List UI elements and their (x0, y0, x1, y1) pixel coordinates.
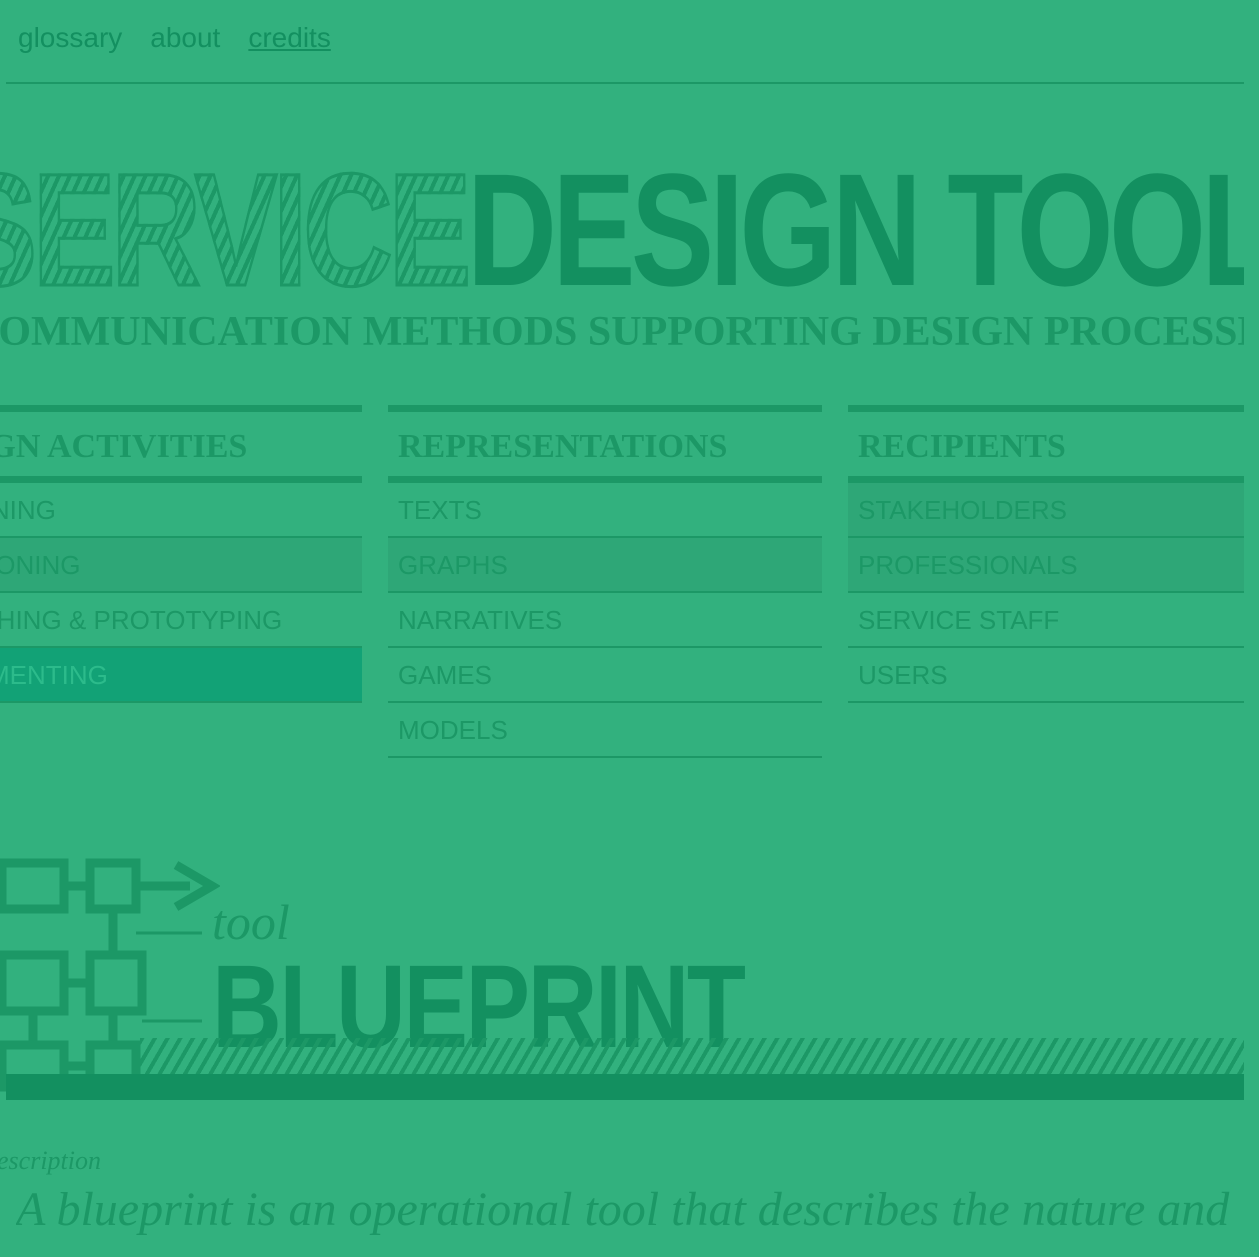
column-top-rule (0, 405, 362, 412)
activity-item-designing[interactable]: DESIGNING (0, 483, 362, 538)
representation-item-models[interactable]: MODELS (388, 703, 822, 758)
site-subtitle: COMMUNICATION METHODS SUPPORTING DESIGN … (0, 309, 1259, 355)
description-label: description (0, 1146, 101, 1175)
list-item-label: SKETCHING & PROTOTYPING (0, 605, 283, 635)
right-edge (1244, 0, 1259, 1257)
list-item-label: IMPLEMENTING (0, 660, 108, 690)
top-navigation: glossary about credits (18, 22, 331, 54)
description-text: A blueprint is an operational tool that … (16, 1183, 1230, 1236)
list-item-label: TEXTS (398, 495, 482, 525)
representations-column: REPRESENTATIONS TEXTS GRAPHS NARRATIVES … (388, 405, 822, 758)
banner-hatch (140, 1038, 1244, 1074)
list-item-label: GAMES (398, 660, 492, 690)
recipient-item-stakeholders[interactable]: STAKEHOLDERS (848, 483, 1244, 538)
recipients-column: RECIPIENTS STAKEHOLDERS PROFESSIONALS SE… (848, 405, 1244, 703)
column-heading: DESIGN ACTIVITIES (0, 412, 362, 483)
nav-credits-link[interactable]: credits (248, 22, 331, 53)
list-item-label: STAKEHOLDERS (858, 495, 1068, 525)
activity-item-envisioning[interactable]: ENVISIONING (0, 538, 362, 593)
column-heading-text: RECIPIENTS (858, 428, 1066, 465)
nav-glossary-link[interactable]: glossary (18, 22, 123, 53)
column-top-rule (848, 405, 1244, 412)
recipient-item-professionals[interactable]: PROFESSIONALS (848, 538, 1244, 593)
nav-divider (6, 82, 1244, 84)
representation-item-games[interactable]: GAMES (388, 648, 822, 703)
column-heading: RECIPIENTS (848, 412, 1244, 483)
tool-kind-label: tool (212, 894, 290, 950)
column-heading: REPRESENTATIONS (388, 412, 822, 483)
list-item-label: MODELS (398, 715, 508, 745)
representation-item-graphs[interactable]: GRAPHS (388, 538, 822, 593)
activity-item-sketching-prototyping[interactable]: SKETCHING & PROTOTYPING (0, 593, 362, 648)
list-item-label: ENVISIONING (0, 550, 81, 580)
column-top-rule (388, 405, 822, 412)
banner-bar (6, 1074, 1244, 1100)
column-heading-text: DESIGN ACTIVITIES (0, 428, 248, 465)
recipient-item-service-staff[interactable]: SERVICE STAFF (848, 593, 1244, 648)
site-title[interactable]: SERVICEDESIGN TOOLS (0, 148, 1259, 311)
nav-about-link[interactable]: about (150, 22, 221, 53)
list-item-label: USERS (858, 660, 948, 690)
recipient-item-users[interactable]: USERS (848, 648, 1244, 703)
list-item-label: GRAPHS (398, 550, 508, 580)
list-item-label: SERVICE STAFF (858, 605, 1060, 635)
representations-list: TEXTS GRAPHS NARRATIVES GAMES MODELS (388, 483, 822, 758)
site-title-design-tools: DESIGN TOOLS (466, 140, 1259, 319)
list-item-label: PROFESSIONALS (858, 550, 1078, 580)
list-item-label: DESIGNING (0, 495, 56, 525)
site-title-service: SERVICE (0, 140, 473, 319)
activity-item-implementing[interactable]: IMPLEMENTING (0, 648, 362, 703)
list-item-label: NARRATIVES (398, 605, 563, 635)
representation-item-texts[interactable]: TEXTS (388, 483, 822, 538)
design-activities-column: DESIGN ACTIVITIES DESIGNING ENVISIONING … (0, 405, 362, 703)
representation-item-narratives[interactable]: NARRATIVES (388, 593, 822, 648)
recipients-list: STAKEHOLDERS PROFESSIONALS SERVICE STAFF… (848, 483, 1244, 703)
activities-list: DESIGNING ENVISIONING SKETCHING & PROTOT… (0, 483, 362, 703)
column-heading-text: REPRESENTATIONS (398, 428, 728, 465)
